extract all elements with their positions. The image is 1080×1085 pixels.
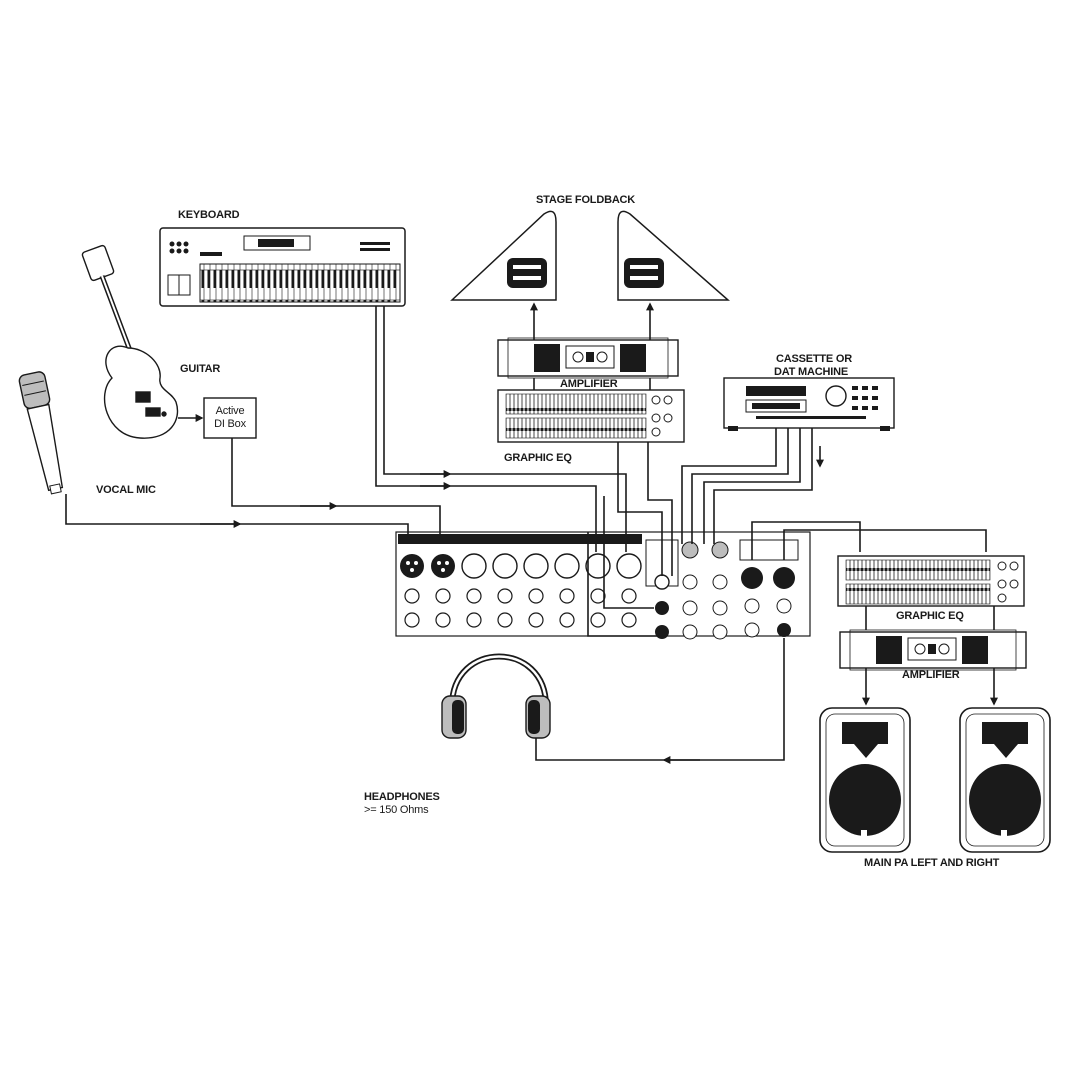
main-pa-speaker-right	[959, 707, 1051, 853]
stage-foldback-label: STAGE FOLDBACK	[536, 194, 636, 206]
main-pa-speaker-left	[819, 707, 911, 853]
cable-headphones	[535, 638, 785, 761]
graphic-eq-top	[497, 389, 685, 443]
cable-keyboard-left	[375, 306, 597, 552]
main-pa-label: MAIN PA LEFT AND RIGHT	[864, 857, 1000, 869]
di-box-label-line2: DI Box	[214, 418, 246, 430]
signal-cables	[65, 302, 998, 764]
cassette-dat-machine	[723, 377, 895, 431]
mixer-console	[395, 531, 811, 640]
graphic-eq-top-label: GRAPHIC EQ	[504, 452, 572, 464]
cable-aux-send-1	[587, 532, 660, 637]
keyboard-icon	[159, 227, 406, 307]
cable-keyboard-right	[383, 306, 627, 552]
jack-input-rows	[404, 588, 637, 628]
cable-main-left	[751, 521, 861, 560]
amplifier-right-label: AMPLIFIER	[902, 669, 960, 681]
cable-main-right	[783, 529, 987, 560]
active-di-box	[203, 397, 257, 439]
amplifier-top	[497, 337, 679, 379]
graphic-eq-right	[837, 555, 1025, 607]
keyboard-label: KEYBOARD	[178, 209, 240, 221]
xlr-input-row	[400, 553, 642, 579]
headphones-label-line1: HEADPHONES	[364, 791, 440, 803]
graphic-eq-right-label: GRAPHIC EQ	[896, 610, 964, 622]
cassette-label-line2: DAT MACHINE	[774, 366, 848, 378]
foldback-wedge-left	[450, 210, 557, 301]
guitar-label: GUITAR	[180, 363, 221, 375]
headphones-label-line2: >= 150 Ohms	[364, 804, 429, 816]
di-box-label-line1: Active	[215, 405, 245, 417]
cable-aux-send-2	[617, 442, 663, 576]
headphones-icon	[441, 653, 551, 739]
cassette-label-line1: CASSETTE OR	[776, 353, 853, 365]
guitar-icon	[81, 244, 179, 439]
amplifier-right	[839, 629, 1027, 671]
amplifier-top-label: AMPLIFIER	[560, 378, 618, 390]
cable-vocal-mic	[65, 494, 409, 540]
vocal-mic-label: VOCAL MIC	[96, 484, 156, 496]
vocal-mic-icon	[18, 371, 64, 495]
foldback-wedge-right	[617, 210, 730, 301]
cable-cassette-1	[681, 428, 777, 544]
